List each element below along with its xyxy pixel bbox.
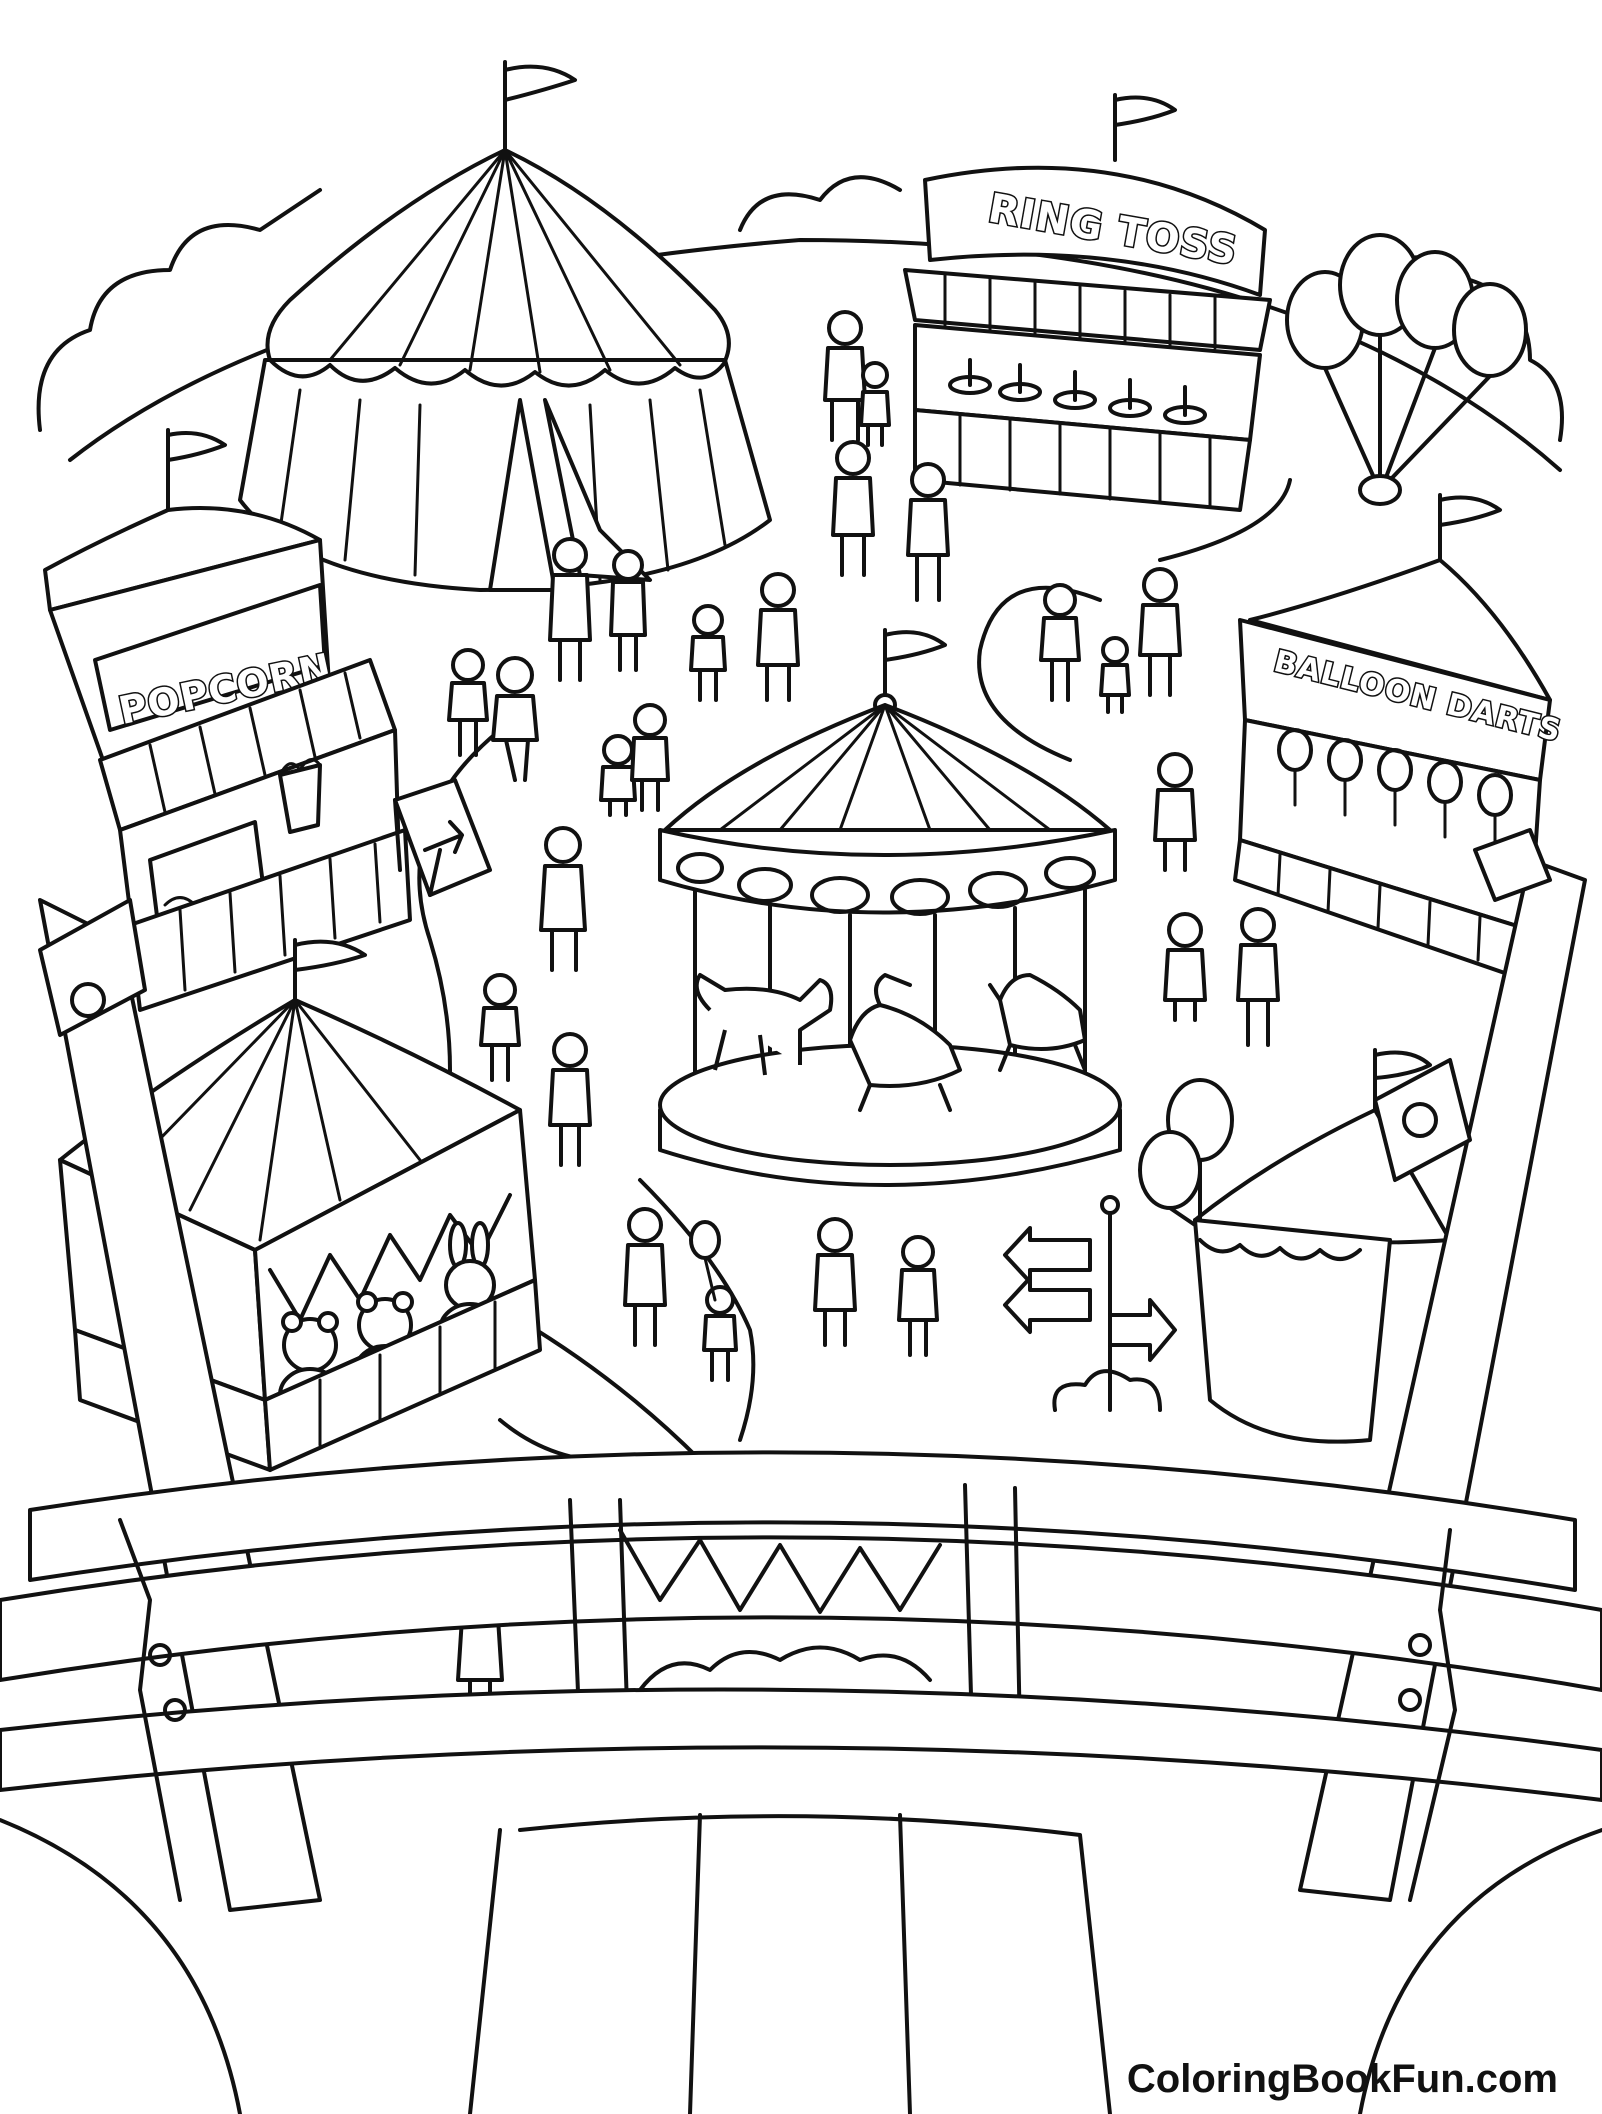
person bbox=[1236, 907, 1280, 1047]
crowd bbox=[447, 310, 1280, 1727]
balloon-icon bbox=[1138, 1130, 1202, 1210]
person bbox=[1039, 583, 1081, 702]
dart-balloons bbox=[1277, 728, 1513, 852]
flag-icon bbox=[1373, 1050, 1432, 1080]
person bbox=[609, 549, 647, 672]
flag-icon bbox=[503, 64, 577, 102]
person bbox=[1099, 636, 1131, 714]
carousel-horse-icon bbox=[988, 973, 1087, 1072]
carousel-horse-icon bbox=[848, 973, 962, 1112]
person bbox=[599, 734, 637, 817]
person bbox=[1163, 912, 1207, 1022]
a-frame-sign bbox=[393, 778, 492, 897]
person bbox=[630, 703, 670, 812]
flag-icon bbox=[1438, 495, 1502, 527]
person bbox=[1153, 752, 1197, 872]
carousel bbox=[658, 628, 1122, 1187]
arrow-left-icon bbox=[1003, 1226, 1092, 1284]
person bbox=[479, 973, 521, 1082]
person bbox=[447, 648, 489, 757]
big-top-tent bbox=[238, 60, 772, 592]
watermark-text: ColoringBookFun.com bbox=[1126, 2057, 1558, 2101]
person bbox=[823, 310, 867, 442]
ring-pegs bbox=[948, 358, 1207, 425]
person bbox=[702, 1285, 738, 1382]
person bbox=[623, 1207, 667, 1347]
popcorn-stand: POPCORN bbox=[43, 428, 412, 1012]
person bbox=[491, 656, 539, 782]
carousel-horse-icon bbox=[694, 973, 834, 1076]
flag-icon bbox=[883, 630, 947, 662]
flag-icon bbox=[166, 431, 227, 462]
person bbox=[756, 572, 800, 702]
person bbox=[897, 1235, 939, 1357]
arrow-right-icon bbox=[1108, 1298, 1177, 1362]
flag-icon bbox=[293, 939, 367, 972]
flag-icon bbox=[1113, 95, 1177, 127]
ring-toss-booth: RING TOSS bbox=[903, 93, 1272, 512]
person bbox=[831, 440, 875, 577]
arrow-left-icon bbox=[1003, 1276, 1092, 1334]
person bbox=[548, 537, 592, 682]
arrow-right-icon bbox=[423, 820, 464, 854]
gondola bbox=[0, 1450, 1602, 2114]
balloon-bunch bbox=[1285, 233, 1528, 506]
person bbox=[1138, 567, 1182, 697]
person bbox=[906, 462, 950, 602]
person bbox=[813, 1217, 857, 1347]
person bbox=[539, 826, 587, 972]
carousel-lights bbox=[676, 852, 1096, 916]
balloon-icon bbox=[689, 1220, 721, 1260]
person bbox=[548, 1032, 592, 1167]
person bbox=[859, 361, 891, 447]
balloon-darts-booth: BALLOON DARTS bbox=[1233, 493, 1566, 982]
person bbox=[689, 604, 727, 702]
balloon-icon bbox=[1452, 282, 1528, 378]
direction-signpost bbox=[1003, 1195, 1177, 1412]
popcorn-bucket-icon bbox=[278, 763, 322, 834]
